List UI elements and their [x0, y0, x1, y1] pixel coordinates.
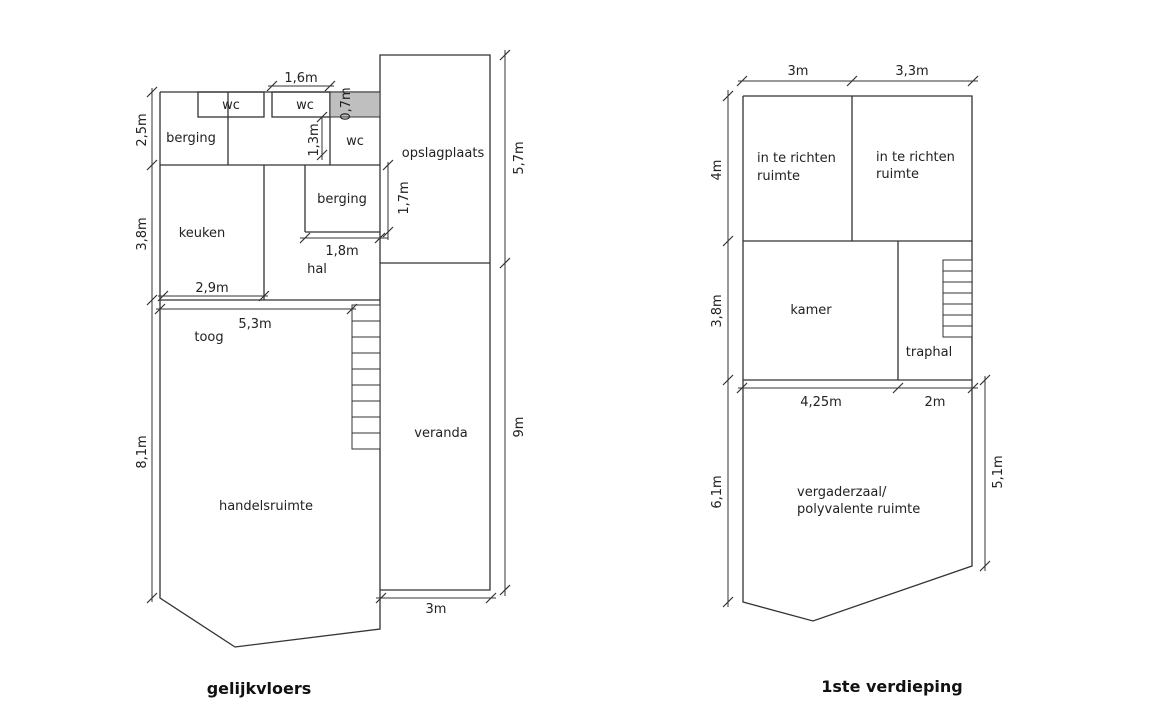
first-floor-dimension-labels: 3m 3,3m 4m 3,8m 4,25m 2m 6,1m 5,1m: [710, 64, 1006, 509]
dim-2m: 2m: [925, 395, 946, 410]
ground-floor-dimension-labels: 1,6m 0,7m 1,3m 1,7m 1,8m 2,5m 3,8m 2,9m …: [135, 71, 527, 617]
ground-floor-dimension-lines: [146, 49, 511, 604]
dim-3-3m: 3,3m: [895, 64, 928, 79]
dim-1-6m: 1,6m: [284, 71, 317, 86]
dim-3-8m: 3,8m: [135, 217, 150, 250]
room-vergaderzaal-line1: vergaderzaal/: [797, 485, 887, 500]
room-wc-2: wc: [296, 98, 314, 113]
room-wc-1: wc: [222, 98, 240, 113]
room-veranda: veranda: [414, 426, 467, 441]
dim-3-8m-first: 3,8m: [710, 294, 725, 327]
ground-floor-plan: wc wc wc berging berging keuken hal opsl…: [135, 49, 527, 698]
dim-1-3m: 1,3m: [307, 123, 322, 156]
dim-4-25m: 4,25m: [800, 395, 842, 410]
room-ruimte-right-line1: in te richten: [876, 150, 955, 165]
room-kamer: kamer: [790, 303, 832, 318]
first-floor-walls: [742, 95, 973, 622]
ground-floor-room-labels: wc wc wc berging berging keuken hal opsl…: [166, 98, 484, 514]
dim-5-7m: 5,7m: [512, 141, 527, 174]
first-floor-stairs: [942, 259, 973, 338]
room-wc-3: wc: [346, 134, 364, 149]
room-hal: hal: [307, 262, 327, 277]
dim-8-1m: 8,1m: [135, 435, 150, 468]
room-ruimte-left-line1: in te richten: [757, 151, 836, 166]
room-traphal: traphal: [906, 345, 952, 360]
ground-floor-walls: [159, 54, 491, 648]
dim-2-9m: 2,9m: [195, 281, 228, 296]
room-berging-1: berging: [166, 131, 216, 146]
dim-1-7m: 1,7m: [397, 181, 412, 214]
room-ruimte-right-line2: ruimte: [876, 167, 919, 182]
caption-1ste-verdieping: 1ste verdieping: [821, 677, 962, 696]
caption-gelijkvloers: gelijkvloers: [207, 679, 312, 698]
dim-0-7m: 0,7m: [339, 87, 354, 120]
dim-9m: 9m: [512, 417, 527, 438]
dim-6-1m: 6,1m: [710, 475, 725, 508]
first-floor-room-labels: in te richten ruimte in te richten ruimt…: [757, 150, 955, 517]
room-keuken: keuken: [179, 226, 226, 241]
dim-5-1m: 5,1m: [991, 455, 1006, 488]
room-toog: toog: [194, 330, 223, 345]
dim-1-8m: 1,8m: [325, 244, 358, 259]
ground-floor-stairs: [351, 304, 381, 450]
first-floor-dimension-lines: [722, 75, 991, 608]
dim-2-5m: 2,5m: [135, 113, 150, 146]
room-vergaderzaal-line2: polyvalente ruimte: [797, 502, 920, 517]
room-berging-2: berging: [317, 192, 367, 207]
dim-4m: 4m: [710, 160, 725, 181]
dim-3m: 3m: [426, 602, 447, 617]
first-floor-plan: in te richten ruimte in te richten ruimt…: [710, 64, 1006, 696]
room-handelsruimte: handelsruimte: [219, 499, 313, 514]
room-opslagplaats: opslagplaats: [402, 146, 485, 161]
dim-5-3m: 5,3m: [238, 317, 271, 332]
room-ruimte-left-line2: ruimte: [757, 169, 800, 184]
dim-3m-top: 3m: [788, 64, 809, 79]
shaft: [329, 91, 381, 118]
